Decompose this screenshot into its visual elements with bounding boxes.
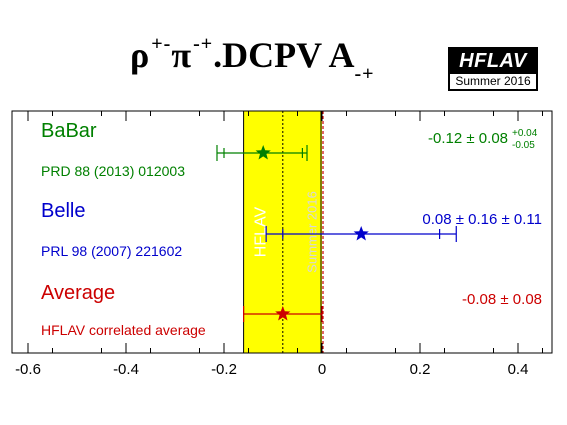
title-observable: .DCPV A — [213, 35, 355, 75]
plot-frame-layer — [11, 110, 553, 354]
babar-central-value-marker — [255, 145, 271, 160]
average-central-value-marker — [275, 306, 291, 321]
measurements-layer — [216, 145, 457, 322]
title-rho-charge: +- — [151, 33, 172, 55]
x-axis: -0.6 -0.4 -0.2 0 0.2 0.4 — [15, 111, 543, 378]
title-pi: π — [171, 35, 192, 75]
average-band-edition: Summer 2016 — [305, 191, 320, 273]
hflav-logo-name: HFLAV — [459, 49, 527, 72]
babar-result: -0.12 ± 0.08 — [428, 130, 508, 147]
title-pi-charge: -+ — [193, 33, 214, 55]
babar-syst-lower: -0.05 — [512, 140, 535, 151]
belle-name: Belle — [41, 200, 85, 222]
x-tick-label: 0.4 — [508, 361, 529, 378]
x-tick-label: -0.4 — [113, 361, 139, 378]
x-tick-label: -0.2 — [211, 361, 237, 378]
babar-reference: PRD 88 (2013) 012003 — [41, 163, 185, 179]
average-result: -0.08 ± 0.08 — [462, 291, 542, 308]
x-tick-label: -0.6 — [15, 361, 41, 378]
x-tick-label: 0 — [318, 361, 326, 378]
average-band-layer: HFLAV Summer 2016 — [243, 111, 324, 353]
hflav-logo: HFLAV Summer 2016 — [448, 47, 538, 91]
average-name: Average — [41, 282, 115, 304]
title-subscript: -+ — [354, 63, 375, 85]
babar-syst-upper: +0.04 — [512, 128, 538, 139]
average-reference: HFLAV correlated average — [41, 322, 206, 338]
title-rho: ρ — [130, 35, 150, 75]
x-tick-label: 0.2 — [410, 361, 431, 378]
belle-result: 0.08 ± 0.16 ± 0.11 — [422, 211, 542, 228]
belle-central-value-marker — [353, 226, 369, 241]
plot-frame — [11, 110, 553, 354]
chart-title: ρ+-π-+.DCPV A-+ — [130, 34, 375, 84]
babar-name: BaBar — [41, 120, 97, 142]
hflav-logo-edition: Summer 2016 — [450, 74, 536, 89]
belle-reference: PRL 98 (2007) 221602 — [41, 243, 182, 259]
average-band-label: HFLAV — [253, 206, 270, 257]
